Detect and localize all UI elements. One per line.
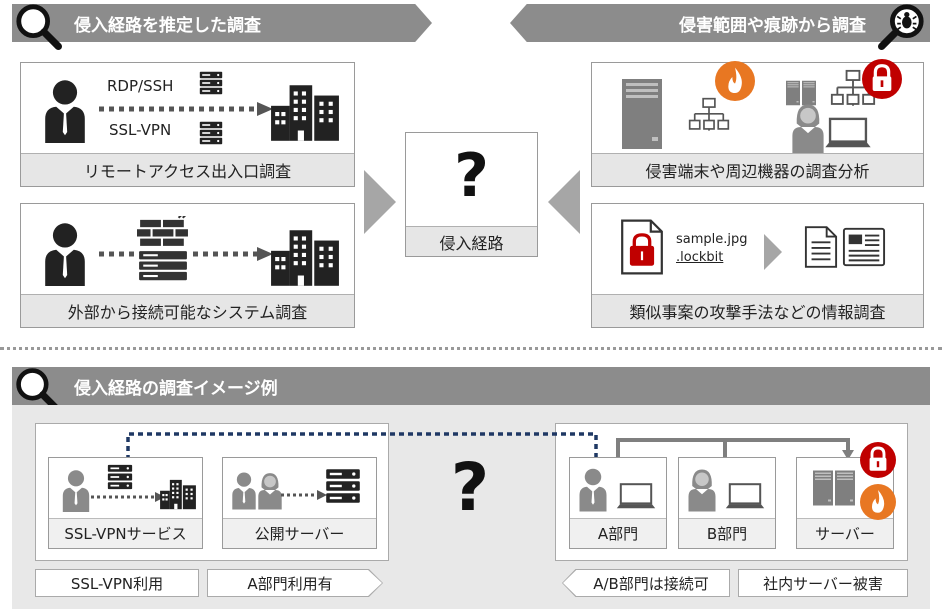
dotted-arrow — [91, 492, 165, 502]
public-server-label: 公開サーバー — [223, 518, 376, 548]
ssl-vpn-service-label: SSL-VPNサービス — [49, 518, 202, 548]
ssl-vpn-service-box: SSL-VPNサービス — [48, 457, 203, 549]
similar-case-caption: 類似事案の攻撃手法などの情報調査 — [592, 294, 923, 327]
top-right-banner: 侵害範囲や痕跡から調査 — [510, 4, 930, 42]
ssl-vpn-label: SSL-VPN — [109, 121, 172, 139]
dept-a-label: A部門 — [570, 518, 666, 548]
buildings-icon — [269, 228, 341, 286]
external-system-caption: 外部から接続可能なシステム調査 — [21, 294, 354, 327]
top-left-banner-title: 侵入経路を推定した調査 — [74, 15, 261, 36]
section-divider — [0, 347, 942, 350]
dotted-arrow — [99, 247, 273, 261]
document-icon — [804, 224, 838, 270]
laptop-icon — [824, 117, 872, 151]
dept-a-box: A部門 — [569, 457, 667, 549]
server-icon — [199, 121, 223, 145]
lockbit-extension: .lockbit — [676, 250, 724, 265]
top-right-banner-title: 侵害範囲や痕跡から調査 — [679, 15, 866, 36]
bottom-banner-title: 侵入経路の調査イメージ例 — [74, 378, 278, 399]
bug-magnifier-icon — [878, 2, 926, 50]
fire-icon — [860, 484, 896, 520]
server-icon — [325, 468, 361, 504]
fire-icon — [715, 61, 755, 101]
lock-icon — [862, 59, 902, 99]
server-label: サーバー — [797, 518, 893, 548]
buildings-icon — [269, 83, 341, 141]
right-pointing-triangle — [764, 234, 782, 270]
dotted-arrow — [281, 490, 327, 500]
tower-server-icon — [835, 464, 855, 512]
left-pointing-triangle — [548, 170, 580, 234]
lock-icon — [860, 442, 896, 478]
question-mark: ? — [454, 141, 489, 211]
magnifier-icon — [14, 2, 62, 50]
dept-a-use-text: A部門利用有 — [247, 574, 333, 593]
laptop-icon — [725, 482, 765, 512]
intrusion-route-box: ? 侵入経路 — [405, 132, 538, 257]
ab-connectable-tag: A/B部門は接続可 — [562, 569, 730, 597]
person-icon — [231, 470, 257, 510]
network-icon — [688, 97, 730, 139]
remote-access-caption: リモートアクセス出入口調査 — [21, 153, 354, 186]
tower-server-icon — [622, 79, 662, 149]
buildings-icon — [159, 478, 197, 510]
intrusion-route-caption: 侵入経路 — [406, 226, 537, 256]
dept-b-box: B部門 — [678, 457, 776, 549]
public-server-box: 公開サーバー — [222, 457, 377, 549]
dept-a-use-tag: A部門利用有 — [207, 569, 383, 597]
ssl-vpn-use-tag: SSL-VPN利用 — [35, 569, 199, 597]
right-pointing-triangle — [364, 170, 396, 234]
external-system-panel: 外部から接続可能なシステム調査 — [20, 203, 355, 328]
woman-icon — [790, 101, 826, 153]
ssl-vpn-use-text: SSL-VPN利用 — [70, 574, 164, 593]
dotted-arrow — [99, 102, 273, 116]
similar-case-panel: sample.jpg .lockbit 類似事案の攻撃手法などの情報調査 — [591, 203, 924, 328]
sample-file-name: sample.jpg — [676, 232, 748, 247]
person-icon — [61, 468, 91, 512]
device-analysis-panel: 侵害端末や周辺機器の調査分析 — [591, 62, 924, 187]
rdp-ssh-label: RDP/SSH — [107, 77, 174, 95]
person-icon — [43, 220, 87, 286]
internal-server-damage-text: 社内サーバー被害 — [763, 574, 883, 593]
top-left-banner: 侵入経路を推定した調査 — [12, 4, 432, 42]
dept-b-label: B部門 — [679, 518, 775, 548]
person-icon — [43, 77, 87, 143]
woman-icon — [687, 466, 717, 512]
device-analysis-caption: 侵害端末や周辺機器の調査分析 — [592, 153, 923, 186]
remote-access-panel: RDP/SSH SSL-VPN リモートアクセス出入口調査 — [20, 62, 355, 187]
server-icon — [107, 464, 133, 490]
question-mark: ? — [450, 449, 490, 526]
bottom-banner: 侵入経路の調査イメージ例 — [12, 367, 930, 405]
tower-server-icon — [813, 464, 833, 512]
internal-server-damage-tag: 社内サーバー被害 — [738, 569, 908, 597]
laptop-icon — [616, 482, 656, 512]
ab-connectable-text: A/B部門は接続可 — [593, 574, 709, 593]
server-icon — [199, 71, 223, 95]
newspaper-icon — [842, 226, 886, 268]
person-icon — [578, 466, 608, 512]
locked-file-icon — [620, 218, 664, 276]
